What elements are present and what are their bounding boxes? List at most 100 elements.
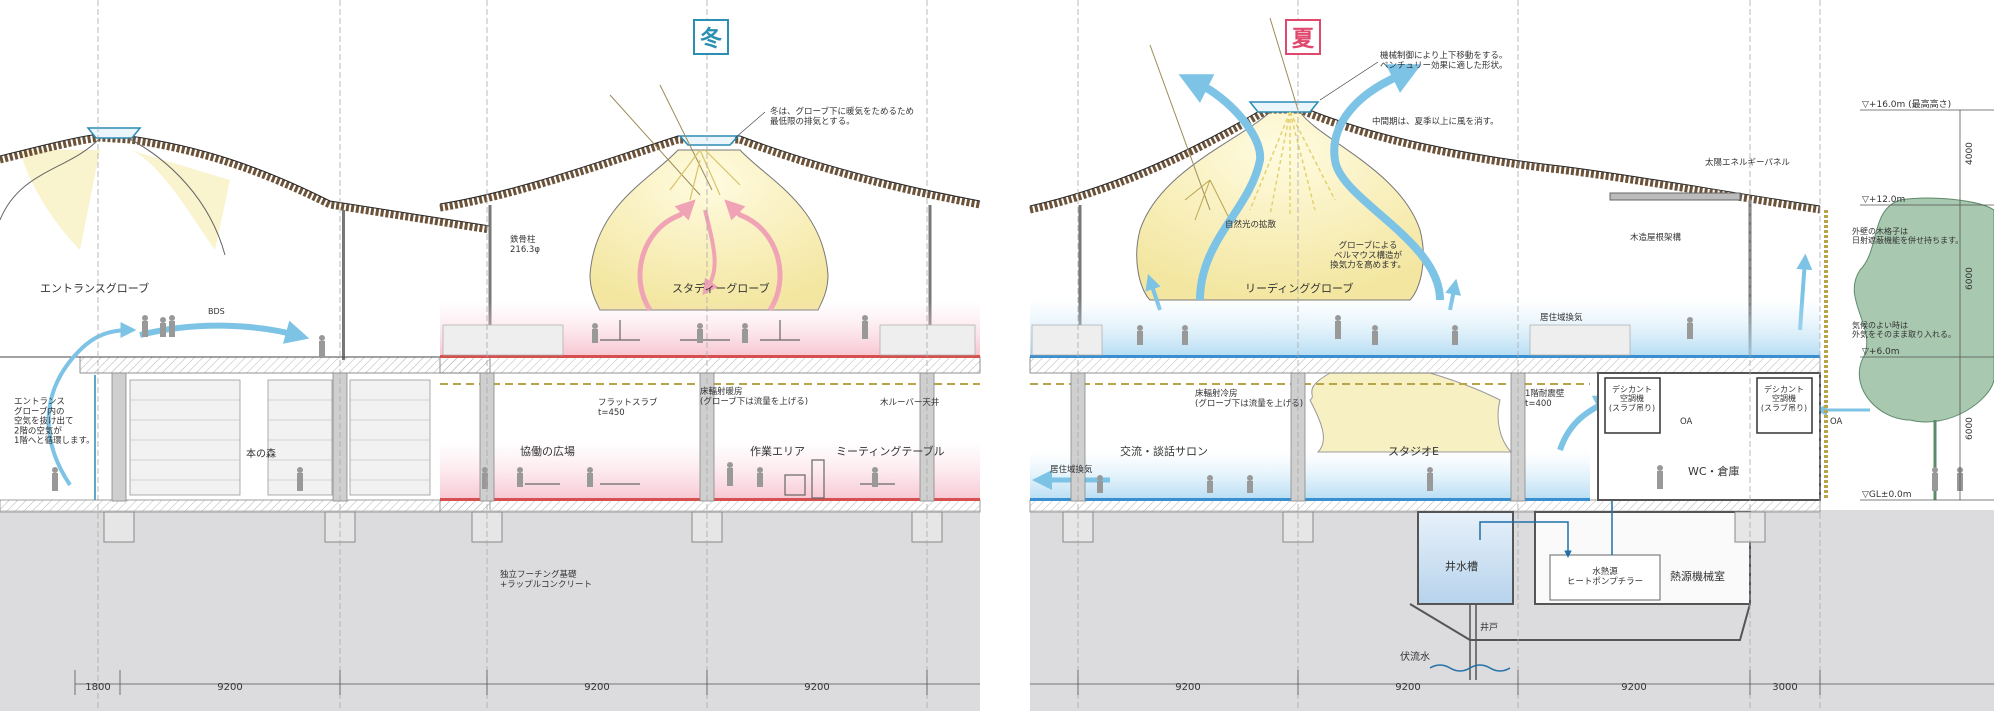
air-flow-arrow <box>46 322 137 487</box>
well-tank-label: 井水槽 <box>1445 559 1478 573</box>
roof-top-line <box>1029 105 1821 207</box>
globe-glow <box>20 150 100 250</box>
summer-badge <box>1285 19 1321 55</box>
mid-season-note: 中間期は、夏季以上に風を消す。 <box>1372 116 1499 127</box>
roof <box>1029 106 1821 214</box>
globe-shell <box>127 137 226 256</box>
dimension-ticks <box>486 670 928 695</box>
book-stack <box>349 379 431 496</box>
panel-entrance: 1800 9200 エントランスグローブ BDS エントランスグローブ内の空気を… <box>0 0 491 711</box>
work-area-label: 作業エリア <box>750 445 805 458</box>
level-12: ▽+12.0m <box>1862 195 1905 205</box>
globe-bellmouth-label: グローブによるベルマウス構造が換気力を高めます。 <box>1330 240 1406 271</box>
panel-summer: 9200 9200 9200 3000 夏 機械制御により上下移動をする。ベンチ… <box>1029 0 1994 711</box>
ground-fill <box>440 510 980 711</box>
groundwater-label: 伏流水 <box>1400 650 1430 663</box>
globe-cap <box>1248 101 1320 113</box>
floor-slab-2f <box>79 356 491 374</box>
globe-shell <box>0 137 101 221</box>
winter-badge <box>693 19 729 55</box>
oa-label-1: OA <box>1680 417 1693 427</box>
footing-label: 独立フーチング基礎+ラップルコンクリート <box>500 569 592 590</box>
desiccant-1-label: デシカント空調機(スラブ吊り) <box>1609 384 1655 412</box>
exterior-louver-note: 外壁の木格子は日射遮蔽機能を併せ持ちます。 <box>1852 226 1963 245</box>
meeting-table-label: ミーティングテーブル <box>836 444 945 458</box>
globe-cap <box>86 127 142 139</box>
furniture-2f <box>600 320 800 341</box>
dim-vertical-4000: 4000 <box>1965 142 1975 165</box>
globe-glow <box>130 150 230 250</box>
desiccant-2-label: デシカント空調機(スラブ吊り) <box>1761 384 1807 412</box>
floor-radiant-label: 床輻射暖房(グローブ下は流量を上げる) <box>700 386 808 407</box>
wood-roof-label: 木造屋根架構 <box>1630 232 1682 243</box>
light-diffusion <box>1249 111 1336 216</box>
sun-rays <box>1149 17 1299 211</box>
desiccant-unit <box>1604 377 1661 434</box>
cool-zone-1f <box>1030 450 1590 500</box>
summer-top-note: 機械制御により上下移動をする。ベンチュリー効果に適した形状。 <box>1380 50 1508 71</box>
dim-vertical-6000: 6000 <box>1965 267 1975 290</box>
dimension-label: 9200 <box>584 682 609 693</box>
oa-label-2: OA <box>1830 417 1843 427</box>
floor-slab-2f <box>1029 356 1821 374</box>
good-weather-note: 気候のよい時は外気をそのまま取り入れる。 <box>1852 320 1956 339</box>
studio-e-label: スタジオE <box>1388 445 1439 458</box>
living-exhaust-1f-label: 居住域換気 <box>1050 464 1093 475</box>
leader-line <box>734 111 766 139</box>
water-circuit <box>1479 521 1572 558</box>
dimension-label: 9200 <box>1621 682 1646 693</box>
entrance-globe-label: エントランスグローブ <box>40 281 149 295</box>
level-markers <box>1860 109 1994 501</box>
winter-note: 冬は、グローブ下に暖気をためるため最低限の排気とする。 <box>770 106 914 127</box>
dimension-ticks <box>1077 670 1821 695</box>
groundwater-wave <box>1429 664 1511 672</box>
book-stack <box>1031 324 1103 356</box>
roof <box>0 134 491 234</box>
radiant-floor-2f <box>1030 355 1820 358</box>
warm-air-arrow <box>724 199 783 312</box>
exhaust-arrow <box>1330 64 1444 301</box>
level-top: ▽+16.0m (最高高さ) <box>1862 98 1951 110</box>
heat-source-room-label: 熱源機械室 <box>1670 569 1725 583</box>
desiccant-unit <box>1756 377 1813 434</box>
ground-fill <box>0 510 490 711</box>
book-stack <box>442 324 564 356</box>
dimension-label: 3000 <box>1772 682 1797 693</box>
heat-pump-box <box>1549 554 1661 601</box>
natural-light-label: 自然光の拡散 <box>1225 219 1277 230</box>
dim-vertical-6000: 6000 <box>1965 417 1975 440</box>
sun-rays <box>609 84 713 196</box>
ground-slab <box>0 499 491 513</box>
reading-globe-label: リーディンググローブ <box>1245 281 1353 295</box>
exhaust-arrow <box>1178 74 1265 301</box>
exchange-salon-label: 交流・談話サロン <box>1120 444 1208 458</box>
leader-line <box>1319 61 1379 101</box>
level-6: ▽+6.0m <box>1862 347 1900 357</box>
dimension-label: 9200 <box>217 682 242 693</box>
radiant-floor-1f <box>1030 498 1590 501</box>
footing <box>103 511 135 543</box>
dimension-label: 9200 <box>1395 682 1420 693</box>
rc-column <box>111 372 127 502</box>
study-globe-label: スタディーグローブ <box>672 281 770 295</box>
book-stack <box>129 379 241 496</box>
well-label: 井戸 <box>1480 621 1498 633</box>
light-diffusion <box>669 149 741 201</box>
grid-lines <box>97 0 341 711</box>
wood-louver-label: 木ルーバー天井 <box>880 397 939 408</box>
warm-air-arrow <box>702 209 719 296</box>
floor-cooling-label: 床輻射冷房(グローブ下は流量を上げる) <box>1195 388 1303 409</box>
floor-slab-2f <box>439 356 981 374</box>
people <box>52 315 325 491</box>
warm-air-arrow <box>637 199 696 312</box>
people <box>482 315 878 489</box>
bds-label: BDS <box>208 307 225 316</box>
book-stacks-label: 本の森 <box>246 447 276 460</box>
radiant-floor-2f <box>440 355 980 358</box>
book-stack <box>1529 324 1631 356</box>
